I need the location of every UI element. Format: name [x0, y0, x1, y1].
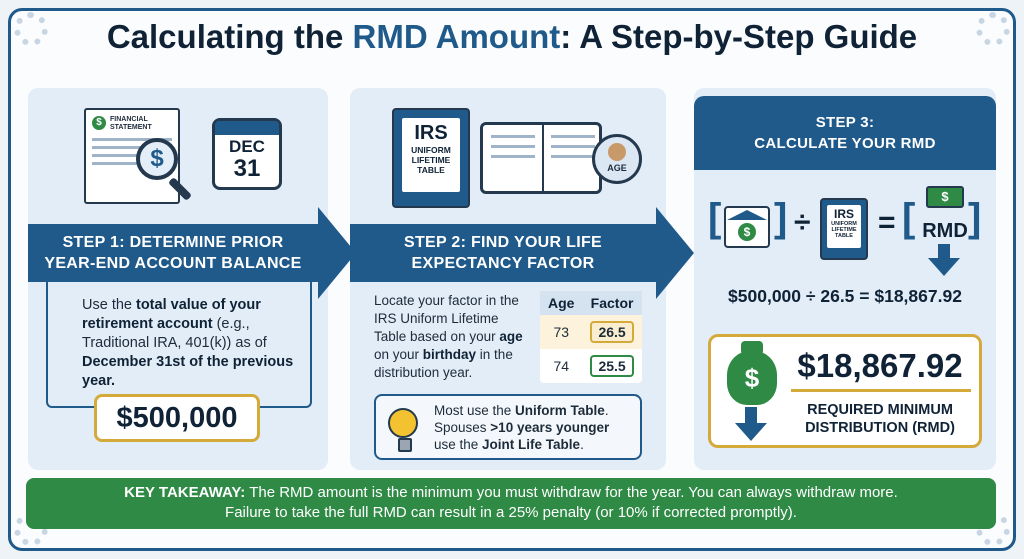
step2-description: Locate your factor in the IRS Uniform Li…: [374, 293, 523, 380]
bracket-open: [: [902, 196, 916, 240]
calendar-month: DEC: [229, 137, 265, 156]
down-arrow-icon: [928, 258, 960, 276]
open-book-icon: [480, 122, 602, 194]
bracket-close: ]: [774, 196, 788, 240]
key-takeaway-banner: KEY TAKEAWAY: The RMD amount is the mini…: [26, 478, 996, 529]
gear-icon: [976, 12, 1010, 46]
equals-sign: =: [878, 206, 896, 239]
table-row: 73 26.5: [540, 315, 642, 349]
divide-sign: ÷: [794, 206, 811, 239]
rmd-result-value: $18,867.92: [797, 347, 963, 384]
step2-arrow: [656, 207, 694, 299]
table-cell-age: 73: [553, 324, 570, 340]
table-cell-factor: 25.5: [582, 349, 641, 383]
person-icon: AGE: [592, 134, 642, 184]
step3-banner: STEP 3:CALCULATE YOUR RMD: [694, 96, 996, 170]
down-arrow-icon: [735, 423, 767, 441]
bracket-close: ]: [968, 196, 982, 240]
down-arrow-stem: [938, 244, 950, 258]
page-title: Calculating the RMD Amount: A Step-by-St…: [106, 18, 918, 55]
step1-arrow: [318, 207, 356, 299]
table-header: Age: [540, 291, 583, 315]
lightbulb-icon: [388, 408, 418, 452]
result-underline: [791, 389, 971, 392]
table-row: 74 25.5: [540, 349, 642, 383]
down-arrow-stem: [745, 407, 757, 423]
bracket-open: [: [708, 196, 722, 240]
balance-value: $500,000: [94, 394, 260, 442]
gear-icon: [14, 12, 48, 46]
table-cell-age: 74: [553, 358, 570, 374]
magnifier-icon: $: [136, 138, 178, 180]
tip-callout: Most use the Uniform Table. Spouses >10 …: [374, 394, 642, 460]
rmd-equation: $500,000 ÷ 26.5 = $18,867.92: [728, 286, 962, 306]
factor-table: Age Factor 73 26.5 74 25.5: [540, 291, 642, 383]
rmd-label: RMD: [922, 220, 968, 242]
table-header-row: Age Factor: [540, 291, 642, 315]
calendar-day: 31: [233, 155, 261, 182]
table-header: Factor: [582, 291, 642, 315]
bank-icon: $: [724, 206, 770, 248]
step1-description: Use the total value of your retirement a…: [82, 297, 294, 389]
table-cell-factor: 26.5: [582, 315, 641, 349]
money-bag-icon: $: [727, 341, 777, 405]
calendar-icon: DEC 31: [212, 118, 282, 190]
money-icon: $: [926, 186, 964, 208]
